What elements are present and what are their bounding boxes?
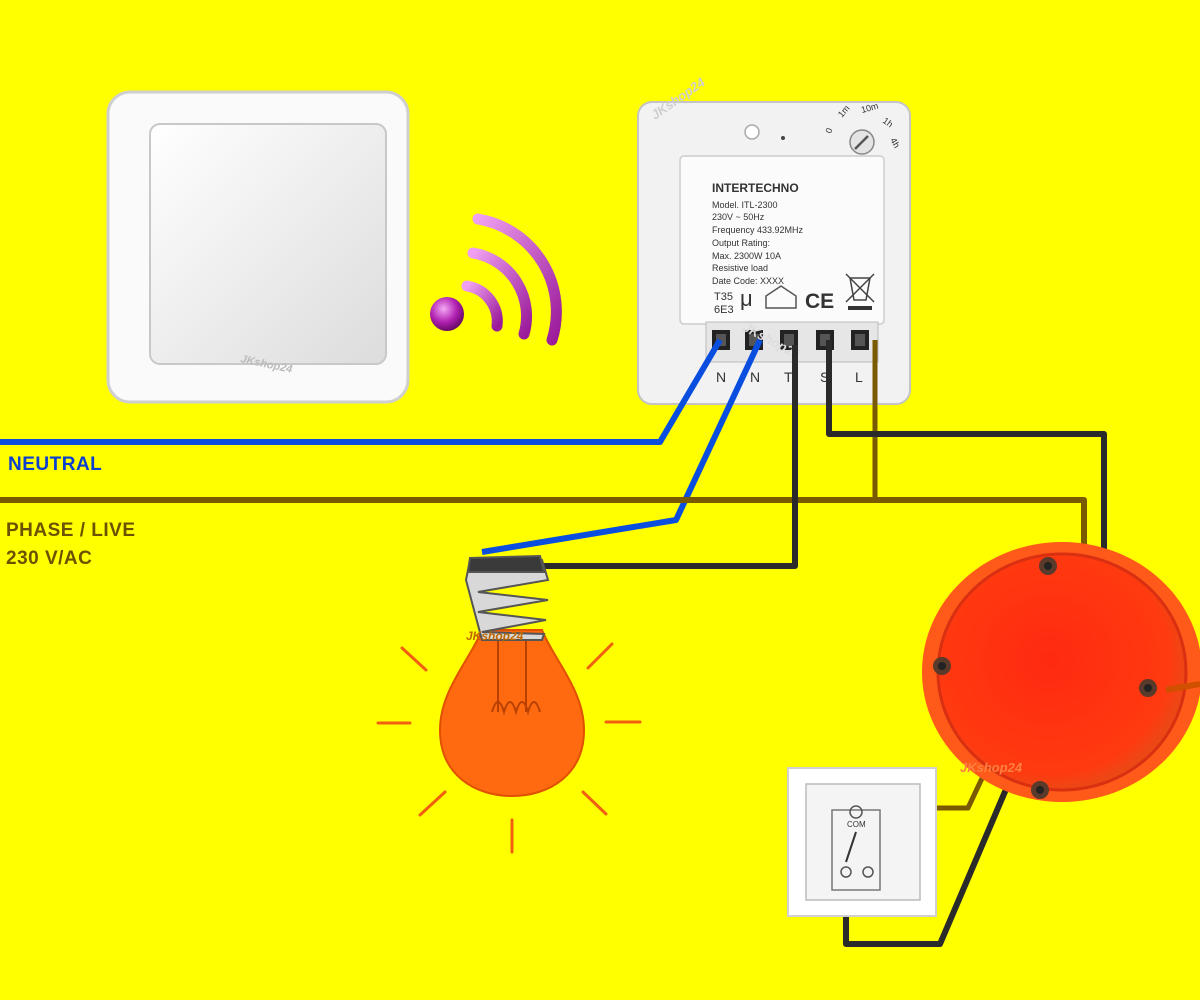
wall-switch: COM: [787, 767, 937, 917]
module-load: Resistive load: [712, 263, 768, 273]
voltage-label: 230 V/AC: [6, 548, 92, 569]
pin-hole: [781, 136, 785, 140]
wires: [0, 338, 1107, 947]
phase-label: PHASE / LIVE: [6, 520, 136, 541]
timer-label-10m: 10m: [860, 101, 880, 115]
neutral-label: NEUTRAL: [8, 454, 102, 475]
terminal-label-n2: N: [750, 369, 760, 385]
box-watermark: JKshop24: [960, 760, 1023, 775]
module-6e3: 6E3: [714, 304, 734, 316]
module-brand: INTERTECHNO: [712, 181, 799, 195]
sensor-wire: [826, 340, 1107, 556]
terminal-label-n1: N: [716, 369, 726, 385]
bulb-socket: [464, 554, 550, 641]
lamp-switched-wire: [540, 345, 798, 569]
timer-label-1h: 1h: [881, 115, 895, 129]
house-icon: [765, 285, 797, 309]
module-output-rating: Output Rating:: [712, 238, 770, 248]
light-rays-icon: [376, 642, 642, 854]
neutral-lamp-wire: [481, 338, 763, 555]
terminal-label-s: S: [820, 369, 829, 385]
module-power: 230V ~ 50Hz: [712, 212, 765, 222]
neutral-wire: [0, 338, 723, 445]
terminal-label-l: L: [855, 369, 863, 385]
light-bulb: JKshop24: [376, 554, 642, 854]
wireless-wall-switch: JKshop24: [106, 90, 410, 404]
bulb-watermark: JKshop24: [466, 629, 524, 643]
module-frequency: Frequency 433.92MHz: [712, 225, 804, 235]
module-max: Max. 2300W 10A: [712, 251, 781, 261]
led-indicator: [744, 124, 760, 140]
phase-wire: [0, 497, 1087, 556]
terminal-label-t: T: [784, 369, 793, 385]
module-date-code: Date Code: XXXX: [712, 276, 784, 286]
module-mu: μ: [740, 286, 753, 311]
module-t35: T35: [714, 291, 733, 303]
timer-label-4h: 4h: [888, 136, 902, 150]
receiver-module: 0 1m 10m 1h 4h INTERTECHNO Model. ITL-23…: [637, 74, 911, 405]
disposal-bin-icon: [845, 273, 875, 310]
ce-mark: CE: [805, 290, 834, 313]
com-label: COM: [847, 820, 866, 829]
wireless-signal-icon: [430, 213, 562, 346]
module-model: Model. ITL-2300: [712, 200, 778, 210]
timer-label-0: 0: [823, 127, 834, 135]
junction-box: JKshop24: [922, 542, 1200, 802]
